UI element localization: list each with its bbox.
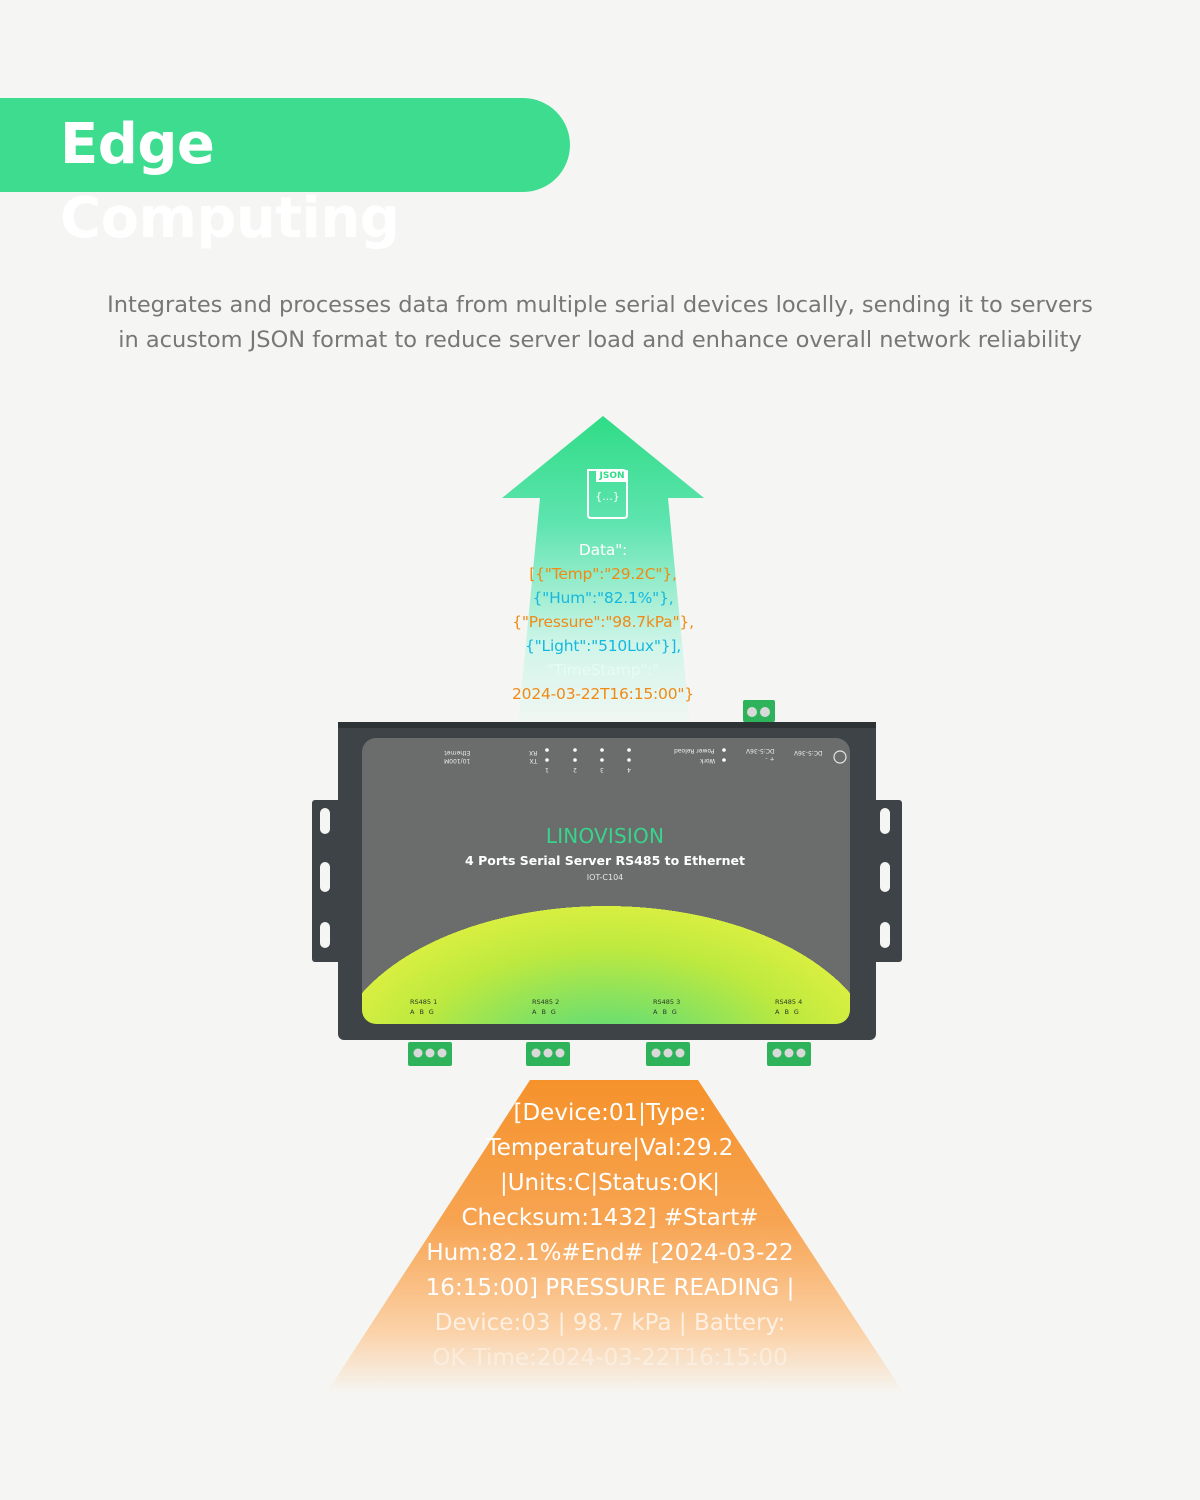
raw-line-7: Device:03 | 98.7 kPa | Battery: — [434, 1310, 786, 1336]
json-timestamp-value: 2024-03-22T16:15:00"} — [512, 685, 694, 703]
ground-symbol-icon — [833, 750, 847, 764]
panel-channel-4: 4 — [627, 766, 631, 773]
description-line-1: Integrates and processes data from multi… — [107, 292, 1093, 318]
title-banner: Edge Computing — [0, 98, 570, 251]
raw-line-2: Temperature|Val:29.2 — [486, 1135, 734, 1161]
panel-dc-terminal: + - DC:5-36V — [746, 746, 775, 762]
panel-work: Work — [700, 757, 716, 764]
json-temp: [{"Temp":"29.2C"}, — [529, 565, 677, 583]
json-icon-label: JSON — [596, 470, 628, 482]
port-3-pins: ABG — [653, 1008, 682, 1016]
device-panel — [362, 738, 850, 1024]
raw-line-8: OK Time:2024-03-22T16:15:00 — [432, 1345, 788, 1371]
panel-reload: Power Reload — [674, 746, 714, 754]
port-label-1: RS485 1 ABG — [410, 997, 470, 1017]
status-leds — [545, 748, 726, 762]
rs485-terminal-1 — [408, 1042, 452, 1066]
json-output: Data": [{"Temp":"29.2C"}, {"Hum":"82.1%"… — [460, 538, 746, 706]
port-3-name: RS485 3 — [653, 998, 681, 1006]
panel-dc1-text: DC:5-36V — [746, 747, 775, 754]
raw-line-4: Checksum:1432] #Start# — [461, 1205, 759, 1231]
panel-speed: 10/100M Ethernet — [444, 748, 470, 764]
panel-rx-text: RX — [529, 749, 538, 756]
input-cone — [325, 1080, 905, 1395]
panel-channel-1: 1 — [545, 766, 549, 773]
raw-serial-data: [Device:01|Type: Temperature|Val:29.2 |U… — [330, 1096, 890, 1376]
port-2-pins: ABG — [532, 1008, 561, 1016]
json-light: {"Light":"510Lux"}], — [524, 637, 682, 655]
model-number: IOT-C104 — [586, 873, 624, 882]
description-line-2: in acustom JSON format to reduce server … — [118, 327, 1082, 353]
raw-line-5: Hum:82.1%#End# [2024-03-22 — [426, 1240, 794, 1266]
port-label-2: RS485 2 ABG — [532, 997, 592, 1017]
json-pressure: {"Pressure":"98.7kPa"}, — [512, 613, 694, 631]
panel-ethernet-text: Ethernet — [444, 749, 471, 756]
power-terminal — [743, 700, 775, 722]
panel-dc-jack: DC:5-36V — [794, 749, 823, 756]
rs485-terminal-4 — [767, 1042, 811, 1066]
raw-line-6: 16:15:00] PRESSURE READING | — [425, 1275, 795, 1301]
page-title: Edge Computing — [60, 112, 400, 251]
upload-arrow — [502, 416, 704, 725]
panel-tx-text: TX — [529, 757, 538, 764]
json-icon-braces: {...} — [595, 490, 620, 503]
json-data-key: Data": — [578, 541, 628, 559]
port-4-pins: ABG — [775, 1008, 804, 1016]
json-timestamp-key: "TimeStamp":" — [546, 661, 660, 679]
rs485-terminal-2 — [526, 1042, 570, 1066]
panel-power-text: Power — [696, 747, 715, 754]
port-label-4: RS485 4 ABG — [775, 997, 835, 1017]
brand-logo: LINOVISION — [545, 824, 665, 848]
panel-channel-3: 3 — [600, 766, 604, 773]
port-4-name: RS485 4 — [775, 998, 803, 1006]
raw-line-1: [Device:01|Type: — [513, 1100, 707, 1126]
panel-reload-text: Reload — [674, 747, 695, 754]
panel-txrx: TX RX — [529, 748, 537, 764]
panel-channel-2: 2 — [573, 766, 577, 773]
raw-line-3: |Units:C|Status:OK| — [499, 1170, 721, 1196]
panel-plus-minus-text: + - — [765, 755, 775, 762]
panel-speed-text: 10/100M — [444, 757, 471, 764]
port-label-3: RS485 3 ABG — [653, 997, 713, 1017]
product-name: 4 Ports Serial Server RS485 to Ethernet — [465, 853, 745, 868]
port-1-name: RS485 1 — [410, 998, 438, 1006]
description: Integrates and processes data from multi… — [60, 288, 1140, 358]
port-2-name: RS485 2 — [532, 998, 560, 1006]
json-hum: {"Hum":"82.1%"}, — [532, 589, 674, 607]
port-1-pins: ABG — [410, 1008, 439, 1016]
rs485-terminal-3 — [646, 1042, 690, 1066]
